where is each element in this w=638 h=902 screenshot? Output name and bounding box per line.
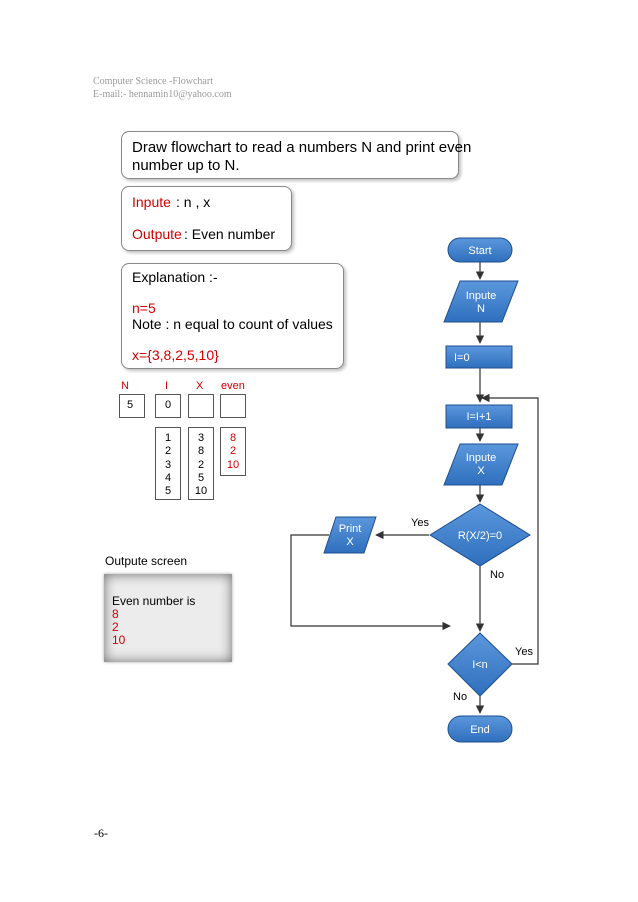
label-yes-loop: Yes <box>515 646 533 658</box>
input-n-label: Inpute <box>466 290 497 302</box>
print-label: Print <box>339 523 362 535</box>
decision-even <box>429 503 531 567</box>
print-value: X <box>346 536 354 548</box>
trace-cell-n: 5 <box>119 394 145 418</box>
trace-x-value: 5 <box>197 471 205 484</box>
decision-loop <box>447 632 513 697</box>
input-value: : n , x <box>176 194 211 210</box>
trace-i-value: 4 <box>164 471 172 484</box>
init-process <box>445 345 513 369</box>
start-label: Start <box>468 245 491 257</box>
trace-i-value: 1 <box>164 432 172 444</box>
output-screen-line: 10 <box>112 633 126 647</box>
print-parallelogram <box>323 516 377 554</box>
explanation-title: Explanation :- <box>132 269 218 285</box>
page-number: -6- <box>94 826 108 840</box>
output-label: Outpute <box>132 226 182 242</box>
trace-x-value: 10 <box>194 485 208 498</box>
increment-label: I=I+1 <box>466 411 491 423</box>
task-line-2: number up to N. <box>132 157 240 174</box>
output-screen: Even number is 8 2 10 <box>104 574 232 662</box>
trace-header-n: N <box>121 380 129 392</box>
task-line-1: Draw flowchart to read a numbers N and p… <box>132 139 472 156</box>
trace-cell-even-values: 8 2 10 <box>220 427 246 476</box>
io-box: Inpute : n , x Outpute : Even number <box>121 186 292 251</box>
trace-header-even: even <box>221 380 245 392</box>
explanation-x: x={3,8,2,5,10} <box>132 347 219 363</box>
trace-cell-i-initial: 0 <box>155 394 181 418</box>
trace-i-initial: 0 <box>165 399 172 411</box>
end-label: End <box>470 724 490 736</box>
header-email: E-mail:- hennamin10@yahoo.com <box>93 89 232 100</box>
trace-even-value: 8 <box>229 432 237 444</box>
label-no-end: No <box>453 691 467 703</box>
trace-i-value: 5 <box>164 485 172 498</box>
start-terminal <box>447 237 513 263</box>
trace-i-value: 3 <box>164 458 172 471</box>
init-label: I=0 <box>454 352 470 364</box>
output-screen-label: Outpute screen <box>105 554 188 568</box>
header-title: Computer Science -Flowchart <box>93 76 213 87</box>
trace-cell-i-values: 1 2 3 4 5 <box>155 427 181 500</box>
input-n-value: N <box>477 303 485 315</box>
trace-x-value: 2 <box>197 458 205 471</box>
label-no-decision: No <box>490 569 504 581</box>
explanation-note: Note : n equal to count of values <box>132 316 333 332</box>
trace-even-value: 2 <box>229 445 237 458</box>
decision-even-label: R(X/2)=0 <box>458 530 502 542</box>
trace-header-i: I <box>165 380 169 392</box>
decision-loop-label: I<n <box>472 659 488 671</box>
arrow-print-to-loop <box>290 534 451 631</box>
input-n-parallelogram <box>443 280 519 323</box>
task-box: Draw flowchart to read a numbers N and p… <box>121 131 471 179</box>
label-yes-print: Yes <box>411 517 429 529</box>
input-x-value: X <box>477 465 485 477</box>
output-screen-line: 2 <box>112 620 119 634</box>
input-x-parallelogram <box>443 443 519 486</box>
output-value: : Even number <box>184 226 276 242</box>
input-label: Inpute <box>132 194 171 210</box>
input-x-label: Inpute <box>466 452 497 464</box>
trace-i-value: 2 <box>164 445 172 458</box>
trace-even-value: 10 <box>226 458 240 471</box>
increment-process <box>445 404 513 429</box>
explanation-box: Explanation :- n=5 Note : n equal to cou… <box>121 263 344 369</box>
trace-cell-x-values: 3 8 2 5 10 <box>188 427 214 500</box>
trace-header-x: X <box>196 380 204 392</box>
trace-n-value: 5 <box>127 399 134 411</box>
end-terminal <box>447 715 513 743</box>
trace-x-value: 8 <box>197 445 205 458</box>
output-screen-line: Even number is <box>112 594 196 608</box>
trace-cell-even-initial <box>220 394 246 418</box>
explanation-n: n=5 <box>132 300 156 316</box>
output-screen-line: 8 <box>112 607 119 621</box>
trace-x-value: 3 <box>197 432 205 444</box>
trace-cell-x-initial <box>188 394 214 418</box>
arrow-loop-back <box>481 393 539 665</box>
